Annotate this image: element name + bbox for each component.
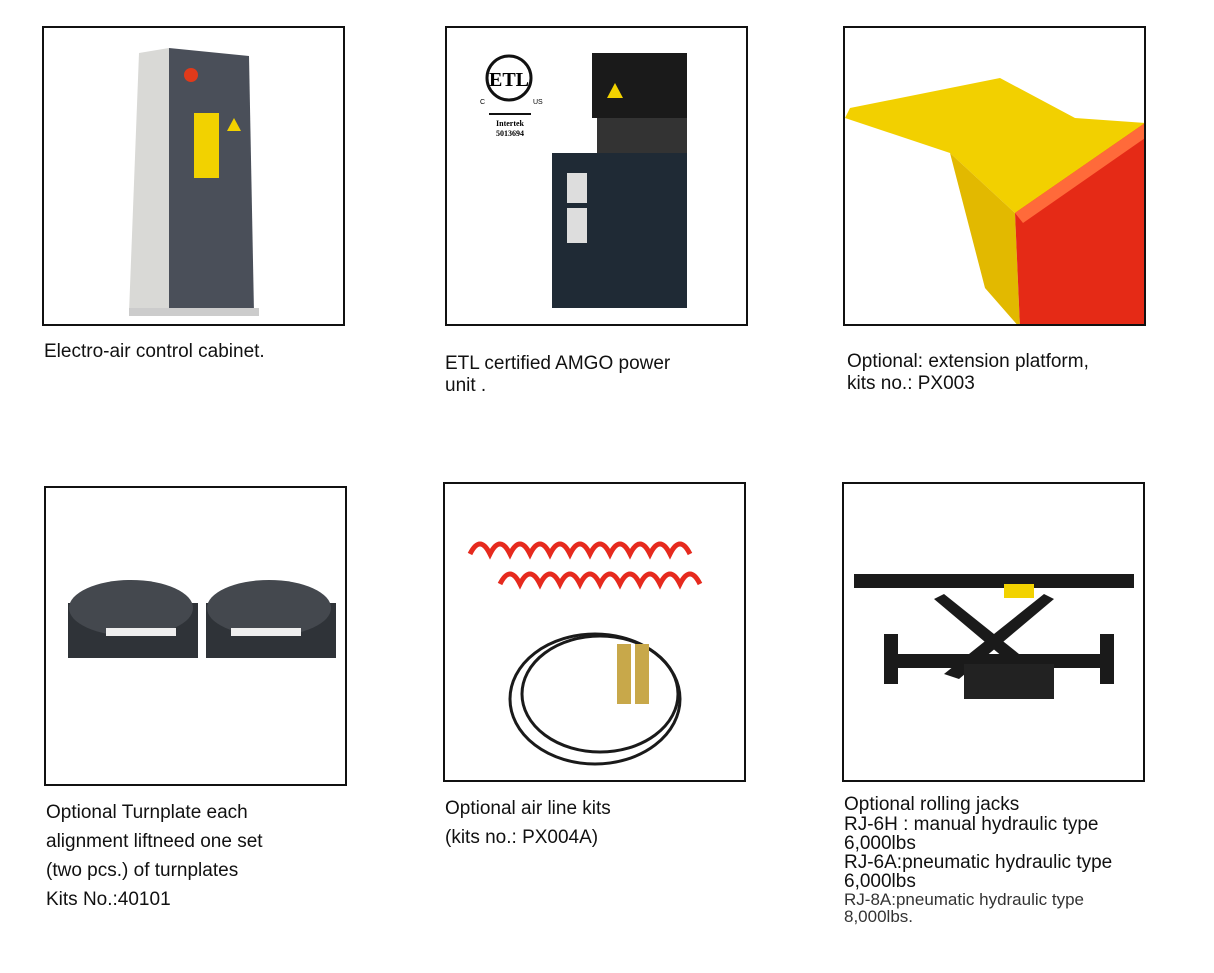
- caption-control-cabinet: Electro-air control cabinet.: [44, 341, 404, 363]
- power-unit-illustration: ETL C US Intertek 5013694: [480, 53, 687, 308]
- extension-platform-illustration: [845, 78, 1144, 324]
- etl-logo: ETL C US Intertek 5013694: [480, 54, 543, 138]
- turnplates-illustration: [68, 580, 336, 658]
- caption-line: RJ-6H : manual hydraulic type: [844, 814, 1099, 835]
- extension-platform-image: [843, 26, 1146, 326]
- caption-line: kits no.: PX003: [847, 373, 975, 394]
- caption-extension-platform: Optional: extension platform, kits no.: …: [847, 351, 1207, 395]
- caption-line: Kits No.:40101: [46, 889, 171, 910]
- caption-line: Optional Turnplate each: [46, 802, 248, 823]
- caption-line: (kits no.: PX004A): [445, 827, 599, 848]
- caption-line: (two pcs.) of turnplates: [46, 860, 239, 881]
- caption-line: ETL certified AMGO power: [445, 353, 671, 374]
- power-unit-image: ETL C US Intertek 5013694: [445, 26, 748, 326]
- svg-text:Intertek: Intertek: [496, 119, 525, 128]
- rolling-jack-illustration: [854, 574, 1134, 699]
- caption-line: RJ-6A:pneumatic hydraulic type: [844, 852, 1113, 873]
- svg-text:5013694: 5013694: [496, 129, 524, 138]
- caption-rolling-jack: Optional rolling jacks RJ-6H : manual hy…: [844, 794, 1204, 926]
- air-line-kit-image: [443, 482, 746, 782]
- caption-line: Electro-air control cabinet.: [44, 341, 265, 362]
- caption-air-line-kit: Optional air line kits (kits no.: PX004A…: [445, 794, 805, 852]
- caption-line: unit .: [445, 375, 487, 396]
- svg-text:US: US: [533, 99, 543, 106]
- caption-line: 8,000lbs.: [844, 907, 913, 926]
- caption-line: RJ-8A:pneumatic hydraulic type: [844, 890, 1085, 909]
- caption-line: 6,000lbs: [844, 871, 916, 892]
- caption-line: Optional rolling jacks: [844, 794, 1020, 815]
- caption-line: alignment liftneed one set: [46, 831, 263, 852]
- caption-turnplates: Optional Turnplate each alignment liftne…: [46, 798, 406, 914]
- turnplates-image: [44, 486, 347, 786]
- svg-text:C: C: [480, 99, 485, 106]
- svg-text:ETL: ETL: [489, 69, 529, 91]
- caption-power-unit: ETL certified AMGO power unit .: [445, 353, 805, 397]
- caption-line: Optional: extension platform,: [847, 351, 1089, 372]
- air-line-kit-illustration: [467, 541, 703, 766]
- control-cabinet-illustration: [129, 48, 259, 316]
- caption-line: Optional air line kits: [445, 798, 611, 819]
- rolling-jack-image: [842, 482, 1145, 782]
- caption-line: 6,000lbs: [844, 833, 916, 854]
- control-cabinet-image: [42, 26, 345, 326]
